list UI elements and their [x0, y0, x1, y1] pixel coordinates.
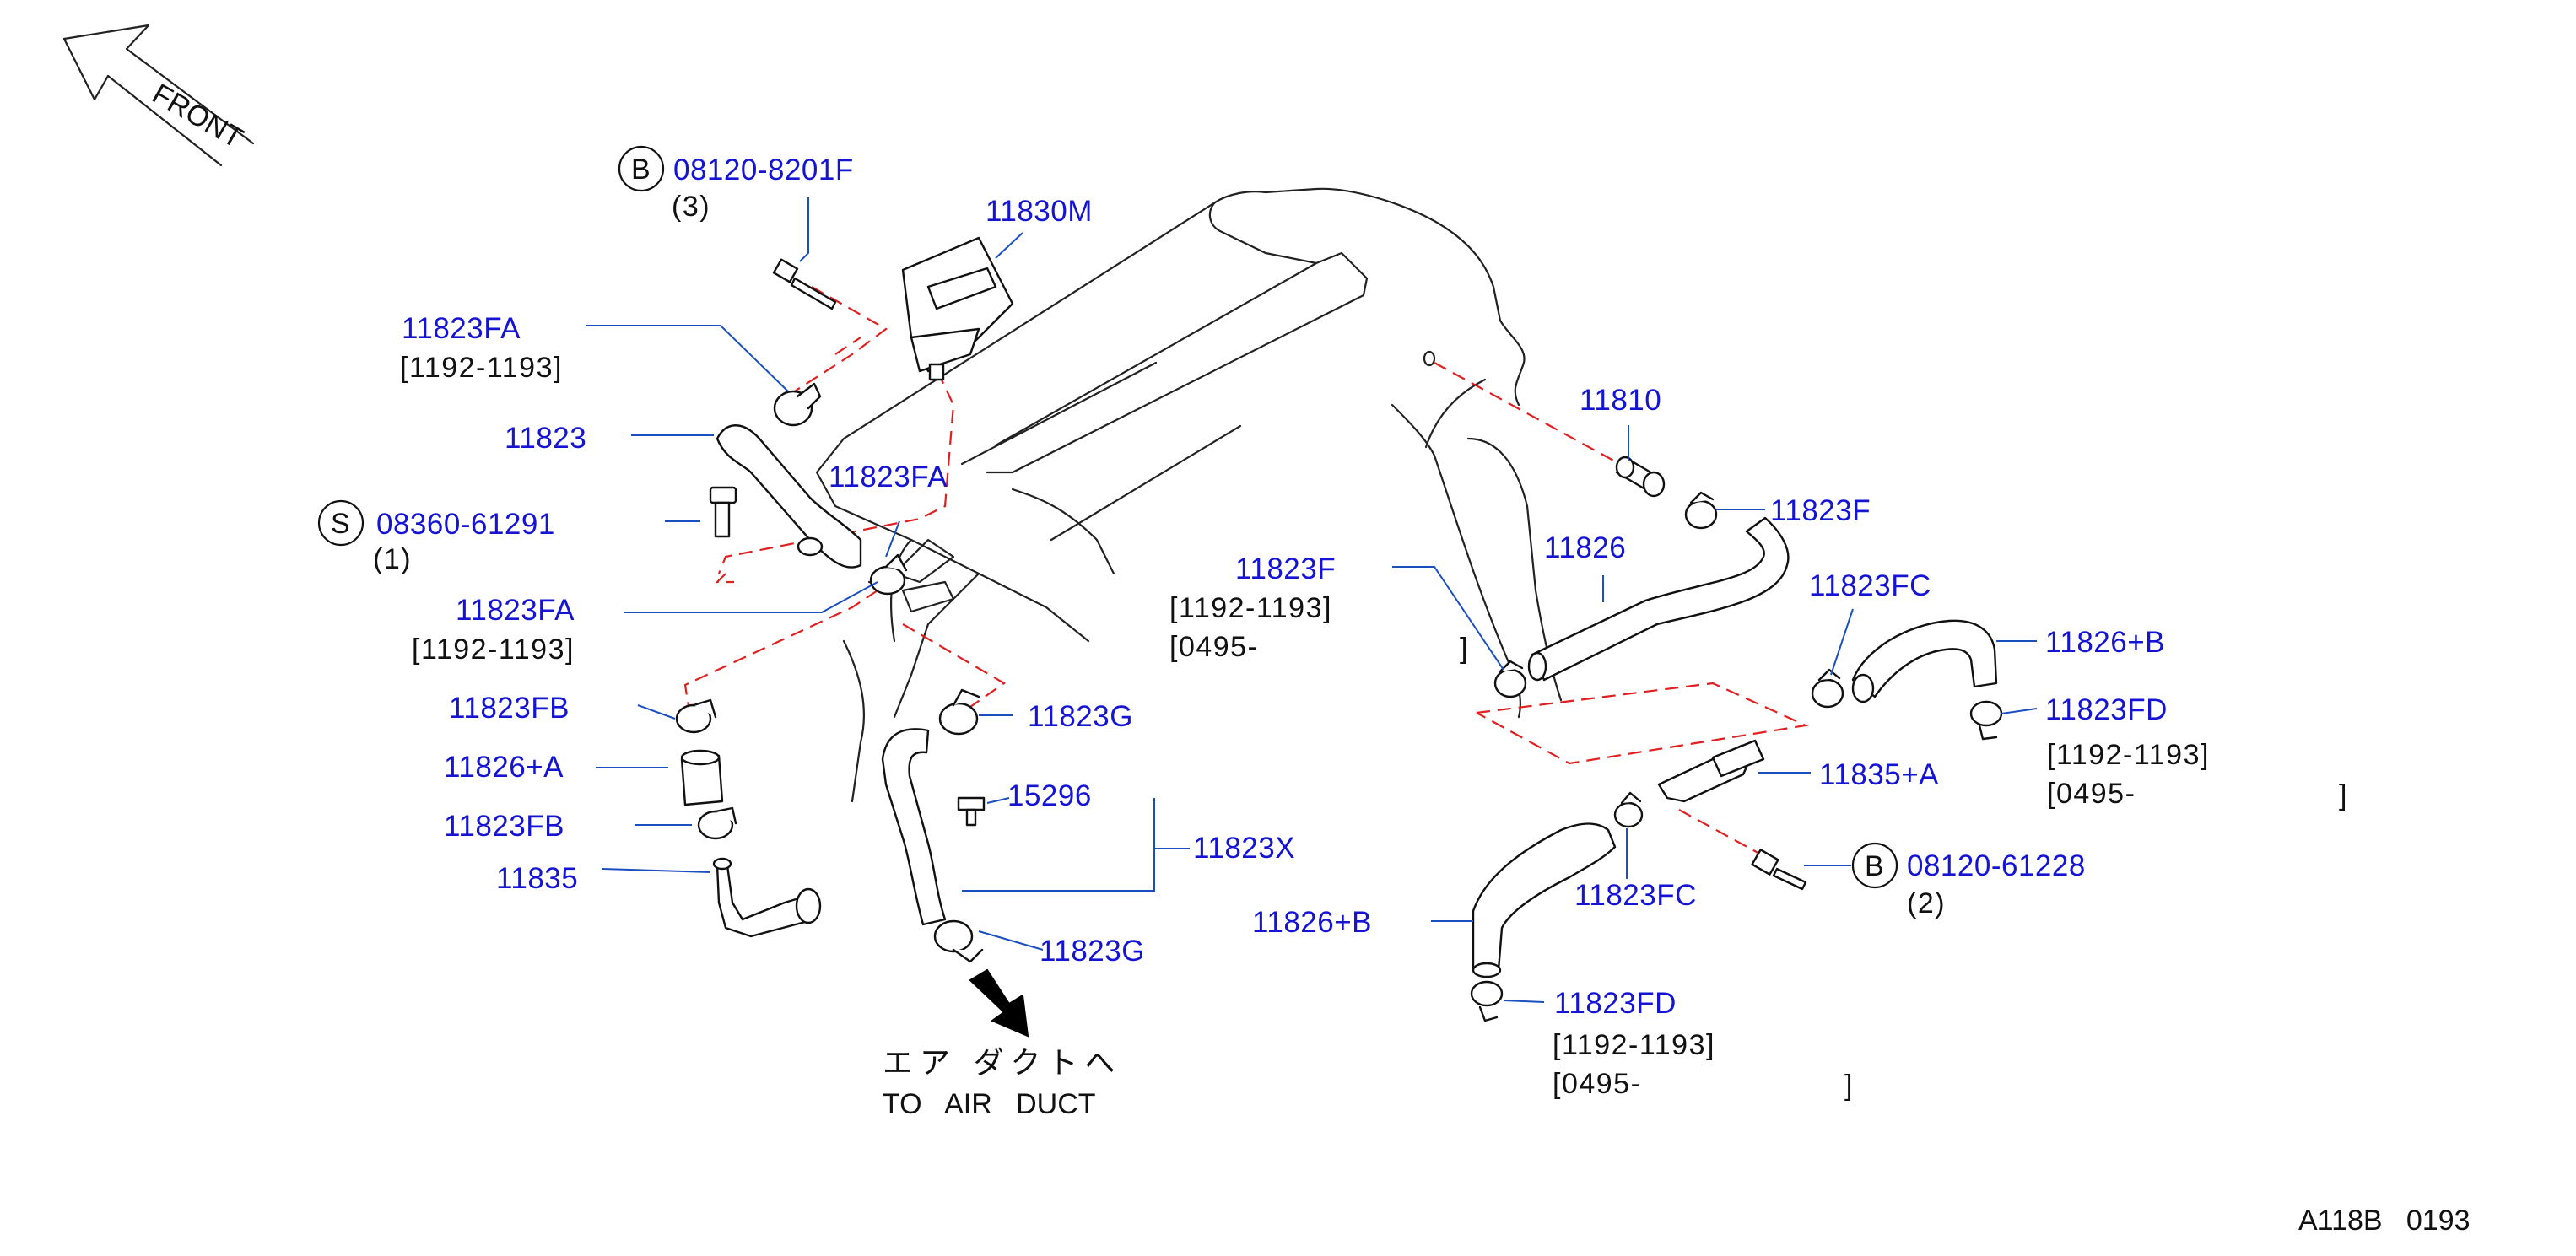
- label-08360-61291: 08360-61291: [376, 508, 555, 541]
- date-11823FA-low: [1192-1193]: [412, 633, 575, 666]
- label-11823G-top: 11823G: [1028, 700, 1133, 733]
- clamp-11823FC-top-icon: [1811, 668, 1844, 709]
- label-11823FA-mid: 11823FA: [829, 461, 948, 493]
- air-duct-note-jp: エア ダクトへ: [883, 1046, 1121, 1081]
- clamp-11823F-left-icon: [1493, 660, 1527, 698]
- label-15296: 15296: [1007, 779, 1092, 812]
- clamp-11823FD-right-icon: [1969, 700, 2003, 741]
- reference-code: A118B 0193: [2298, 1205, 2471, 1237]
- label-11823FA-low: 11823FA: [456, 594, 575, 627]
- clamp-11823FB-low-icon: [697, 806, 737, 840]
- hose-11826-icon: [1527, 516, 1790, 682]
- qty-08120-8201F: (3): [672, 191, 710, 223]
- label-11823FD-right: 11823FD: [2045, 693, 2168, 726]
- date-11823FD-right-bracket: ]: [2339, 779, 2348, 811]
- label-11835: 11835: [496, 862, 578, 895]
- date-11823FA-top: [1192-1193]: [400, 352, 563, 384]
- bracket-11830M-icon: [901, 236, 1014, 381]
- clamp-11823FC-low-icon: [1613, 791, 1644, 828]
- label-11826A: 11826+A: [444, 751, 564, 784]
- label-11823FB-top: 11823FB: [449, 692, 570, 725]
- air-duct-note-en: TO AIR DUCT: [883, 1088, 1096, 1120]
- hose-11823X-icon: [881, 728, 947, 926]
- clamp-11823FB-top-icon: [675, 698, 717, 734]
- clamp-11823F-right-icon: [1684, 491, 1718, 530]
- screw-marker-s-letter: S: [331, 508, 350, 540]
- front-arrow-icon: [62, 24, 255, 167]
- hose-11826A-icon: [680, 749, 724, 806]
- clamp-11823FA-mid-icon: [869, 553, 908, 596]
- label-11826B-right: 11826+B: [2045, 626, 2165, 659]
- label-11823FA-top: 11823FA: [402, 312, 521, 345]
- label-11823FD-low: 11823FD: [1554, 987, 1677, 1020]
- leader-lines: [586, 197, 2038, 1003]
- qty-08120-61228: (2): [1907, 887, 1946, 919]
- label-11823X: 11823X: [1193, 832, 1295, 865]
- pipe-11835A-icon: [1657, 739, 1765, 803]
- label-11823FB-low: 11823FB: [444, 810, 564, 843]
- clamp-11823FA-top-icon: [773, 382, 822, 427]
- label-11823F-right: 11823F: [1770, 494, 1871, 527]
- bolt-marker-b-right-letter: B: [1865, 850, 1884, 882]
- bolt-08120-8201F-icon: [772, 258, 837, 310]
- label-11823: 11823: [505, 422, 586, 455]
- date-11823FD-right-1: [1192-1193]: [2047, 739, 2210, 771]
- date-11823FD-low-1: [1192-1193]: [1553, 1029, 1715, 1061]
- label-11826B-left: 11826+B: [1252, 906, 1372, 939]
- front-label: FRONT: [147, 78, 248, 154]
- bolt-marker-b-right: [1851, 842, 1898, 889]
- screw-marker-s: [317, 499, 365, 547]
- air-duct-arrow-icon: [969, 968, 1029, 1038]
- date-11823FD-right-2: [0495-: [2047, 778, 2136, 810]
- label-11835A: 11835+A: [1819, 758, 1939, 791]
- label-08120-61228: 08120-61228: [1907, 849, 2086, 882]
- plug-15296-icon: [957, 796, 986, 827]
- bolt-marker-b-top-letter: B: [631, 154, 651, 186]
- label-11823G-low: 11823G: [1040, 935, 1145, 968]
- hose-11826B-left-icon: [1472, 822, 1617, 978]
- clamp-11823G-low-icon: [933, 919, 984, 963]
- label-08120-8201F: 08120-8201F: [673, 154, 854, 186]
- bolt-08120-61228-icon: [1751, 849, 1807, 891]
- date-11823F-left-1: [1192-1193]: [1169, 592, 1332, 624]
- clamp-11823G-top-icon: [938, 688, 980, 736]
- screw-08360-61291-icon: [709, 486, 737, 538]
- pipe-11835-icon: [712, 857, 822, 938]
- bolt-marker-b-top: [618, 145, 665, 192]
- hose-11826B-right-icon: [1851, 619, 1998, 703]
- assembly-dashed-lines: [683, 286, 1809, 861]
- label-11823FC-top: 11823FC: [1809, 569, 1931, 602]
- label-11823FC-low: 11823FC: [1574, 879, 1697, 912]
- date-11823FD-low-bracket: ]: [1844, 1070, 1854, 1102]
- qty-08360-61291: (1): [373, 543, 412, 575]
- clamp-11823FD-low-icon: [1470, 980, 1504, 1022]
- date-11823F-left-2: [0495-: [1169, 631, 1258, 663]
- label-11823F-left: 11823F: [1235, 553, 1336, 585]
- label-11810: 11810: [1580, 384, 1661, 417]
- label-11826: 11826: [1544, 531, 1626, 564]
- connector-11810-icon: [1615, 456, 1666, 498]
- label-11830M: 11830M: [986, 195, 1093, 228]
- hose-11823-icon: [716, 424, 862, 569]
- date-11823F-left-bracket: ]: [1460, 633, 1469, 665]
- date-11823FD-low-2: [0495-: [1553, 1068, 1641, 1100]
